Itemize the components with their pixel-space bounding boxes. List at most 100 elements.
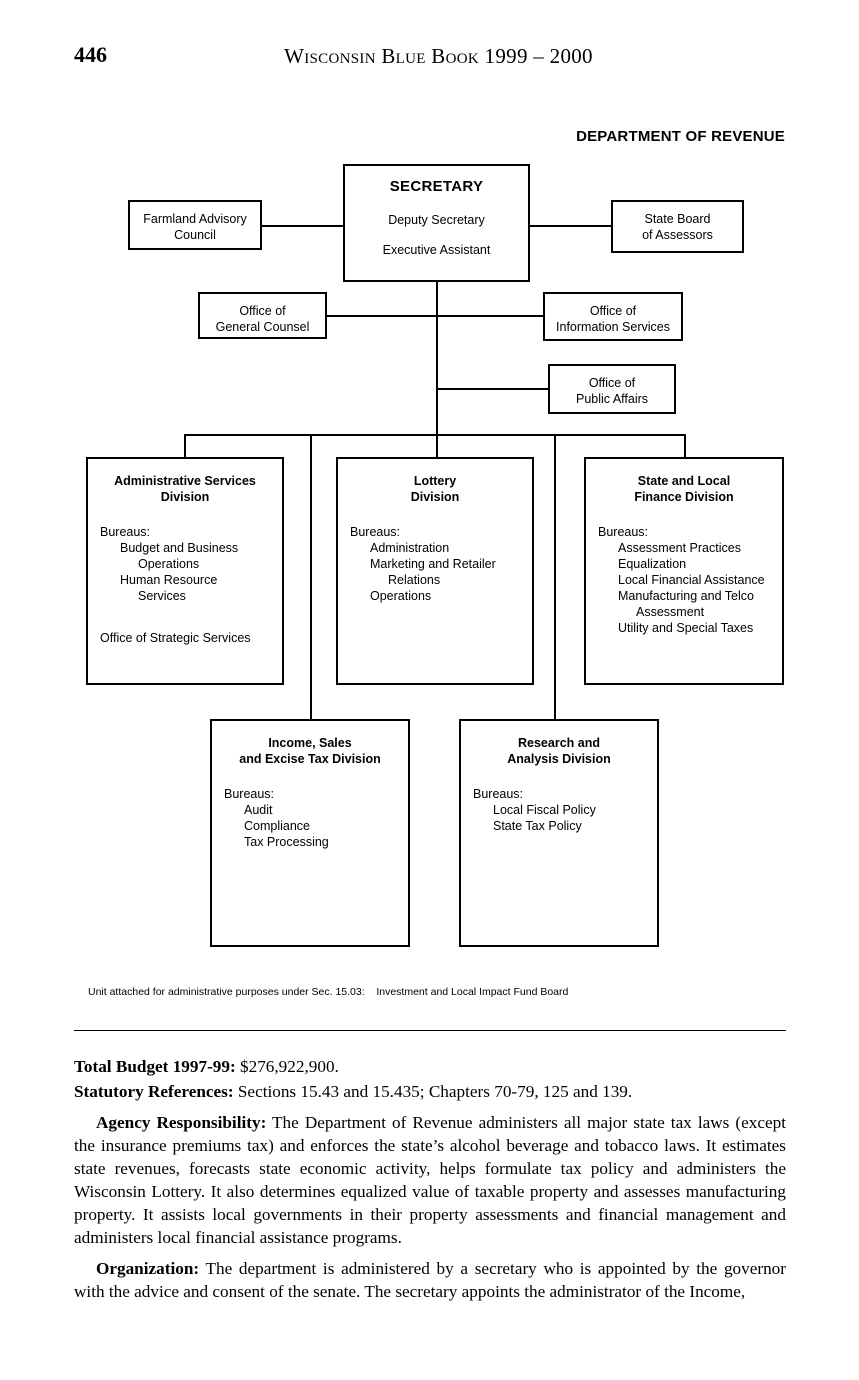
node-general-counsel-line2: General Counsel xyxy=(215,320,310,335)
total-budget-paragraph: Total Budget 1997-99: $276,922,900. xyxy=(74,1055,786,1078)
node-state-local-bureau-0: Assessment Practices xyxy=(618,540,741,555)
node-income-title-line1: Income, Sales xyxy=(268,736,352,750)
node-state-board-of-assessors[interactable]: State Board of Assessors xyxy=(611,200,744,253)
node-lottery-division[interactable]: Lottery Division Bureaus: Administration… xyxy=(336,457,534,685)
node-general-counsel-line1: Office of xyxy=(239,304,286,318)
node-state-local-bureau-2: Local Financial Assistance xyxy=(618,572,765,587)
connector-information-services xyxy=(436,315,544,317)
node-income-bureau-0: Audit xyxy=(244,802,273,817)
node-lottery-bureau-0: Administration xyxy=(370,540,450,555)
agency-responsibility-text: The Department of Revenue administers al… xyxy=(74,1113,786,1248)
node-secretary-executive-assistant: Executive Assistant xyxy=(382,242,491,257)
node-research-body: Bureaus: Local Fiscal Policy State Tax P… xyxy=(461,768,657,834)
body-copy: Total Budget 1997-99: $276,922,900. Stat… xyxy=(74,1055,786,1305)
node-income-title-line2: and Excise Tax Division xyxy=(239,752,381,767)
node-administrative-bureau-3: Services xyxy=(138,588,186,603)
total-budget-label: Total Budget 1997-99: xyxy=(74,1057,236,1076)
node-secretary-title: SECRETARY xyxy=(389,178,484,195)
connector-drop-state-local xyxy=(684,434,686,459)
node-office-of-public-affairs[interactable]: Office of Public Affairs xyxy=(548,364,676,414)
node-state-local-title-line1: State and Local xyxy=(637,474,731,488)
node-assessors-line2: of Assessors xyxy=(642,228,713,243)
org-chart: DEPARTMENT OF REVENUE SECRETARY Deputy S… xyxy=(86,128,785,998)
agency-responsibility-paragraph: Agency Responsibility: The Department of… xyxy=(74,1111,786,1249)
node-income-bureaus-label: Bureaus: xyxy=(224,786,275,801)
section-divider-rule xyxy=(74,1030,786,1031)
node-office-of-general-counsel[interactable]: Office of General Counsel xyxy=(198,292,327,339)
node-research-title-line2: Analysis Division xyxy=(507,752,611,767)
node-farmland-line1: Farmland Advisory xyxy=(143,212,247,226)
node-lottery-bureaus-label: Bureaus: xyxy=(350,524,401,539)
node-state-local-title-line2: Finance Division xyxy=(634,490,734,505)
node-income-bureau-2: Tax Processing xyxy=(244,834,329,849)
node-secretary[interactable]: SECRETARY Deputy Secretary Executive Ass… xyxy=(343,164,530,282)
statutory-references-label: Statutory References: xyxy=(74,1082,234,1102)
node-public-affairs-line1: Office of xyxy=(588,376,636,390)
node-state-local-bureau-5: Utility and Special Taxes xyxy=(618,620,754,635)
page-header: 446 Wisconsin Blue Book 1999 – 2000 xyxy=(0,42,859,76)
running-title-years: 1999 – 2000 xyxy=(484,44,593,68)
node-secretary-deputy: Deputy Secretary xyxy=(388,212,485,227)
connector-general-counsel xyxy=(327,315,438,317)
node-research-bureau-0: Local Fiscal Policy xyxy=(493,802,596,817)
node-lottery-bureau-2: Relations xyxy=(388,572,441,587)
node-farmland-line2: Council xyxy=(174,228,216,243)
node-state-local-bureau-3: Manufacturing and Telco xyxy=(618,588,754,603)
node-administrative-bureau-1: Operations xyxy=(138,556,200,571)
node-administrative-bureau-0: Budget and Business xyxy=(120,540,239,555)
running-title-book: Wisconsin Blue Book xyxy=(284,44,485,68)
agency-responsibility-label: Agency Responsibility: xyxy=(96,1113,267,1133)
node-administrative-title-line2: Division xyxy=(160,490,210,505)
statutory-references-paragraph: Statutory References: Sections 15.43 and… xyxy=(74,1080,786,1103)
node-lottery-bureau-1: Marketing and Retailer xyxy=(370,556,496,571)
running-title: Wisconsin Blue Book 1999 – 2000 xyxy=(0,44,859,69)
node-administrative-services-division[interactable]: Administrative Services Division Bureaus… xyxy=(86,457,284,685)
node-lottery-title-line2: Division xyxy=(410,490,460,505)
node-research-and-analysis-division[interactable]: Research and Analysis Division Bureaus: … xyxy=(459,719,659,947)
node-office-of-information-services[interactable]: Office of Information Services xyxy=(543,292,683,341)
organization-paragraph: Organization: The department is administ… xyxy=(74,1257,786,1303)
node-state-local-bureaus-label: Bureaus: xyxy=(598,524,649,539)
node-research-bureaus-label: Bureaus: xyxy=(473,786,524,801)
node-farmland-advisory-council[interactable]: Farmland Advisory Council xyxy=(128,200,262,250)
node-income-sales-and-excise-tax-division[interactable]: Income, Sales and Excise Tax Division Bu… xyxy=(210,719,410,947)
node-information-services-line2: Information Services xyxy=(556,320,670,335)
node-assessors-line1: State Board xyxy=(644,212,711,226)
connector-trunk-main xyxy=(436,282,438,435)
node-state-local-body: Bureaus: Assessment Practices Equalizati… xyxy=(586,506,782,636)
node-income-body: Bureaus: Audit Compliance Tax Processing xyxy=(212,768,408,850)
node-administrative-body: Bureaus: Budget and Business Operations … xyxy=(88,506,282,646)
node-administrative-extra: Office of Strategic Services xyxy=(100,630,251,645)
connector-drop-research xyxy=(554,434,556,720)
connector-drop-administrative xyxy=(184,434,186,459)
node-lottery-title-line1: Lottery xyxy=(413,474,457,488)
node-state-local-bureau-4: Assessment xyxy=(636,604,705,619)
node-public-affairs-line2: Public Affairs xyxy=(575,392,649,407)
node-lottery-bureau-3: Operations xyxy=(370,588,432,603)
chart-title: DEPARTMENT OF REVENUE xyxy=(576,128,785,145)
connector-drop-income-sales xyxy=(310,434,312,720)
organization-text: The department is administered by a secr… xyxy=(74,1259,786,1302)
node-administrative-bureaus-label: Bureaus: xyxy=(100,524,151,539)
connector-secretary-assessors xyxy=(530,225,611,227)
chart-footnote-value: Investment and Local Impact Fund Board xyxy=(376,986,569,998)
organization-label: Organization: xyxy=(96,1259,200,1279)
node-administrative-bureau-2: Human Resource xyxy=(120,572,218,587)
node-research-title-line1: Research and xyxy=(518,736,600,750)
connector-drop-lottery xyxy=(436,434,438,459)
connector-public-affairs xyxy=(436,388,549,390)
node-state-local-bureau-1: Equalization xyxy=(618,556,687,571)
chart-footnote: Unit attached for administrative purpose… xyxy=(88,986,568,998)
node-lottery-body: Bureaus: Administration Marketing and Re… xyxy=(338,506,532,604)
node-income-bureau-1: Compliance xyxy=(244,818,311,833)
statutory-references-value: Sections 15.43 and 15.435; Chapters 70-7… xyxy=(233,1082,633,1102)
node-research-bureau-1: State Tax Policy xyxy=(493,818,582,833)
connector-farmland-secretary xyxy=(262,225,343,227)
total-budget-value: $276,922,900. xyxy=(235,1057,339,1076)
node-administrative-title-line1: Administrative Services xyxy=(114,474,256,488)
chart-footnote-label: Unit attached for administrative purpose… xyxy=(88,986,365,998)
node-state-and-local-finance-division[interactable]: State and Local Finance Division Bureaus… xyxy=(584,457,784,685)
page-number: 446 xyxy=(74,42,107,67)
connector-division-bus xyxy=(184,434,686,436)
node-information-services-line1: Office of xyxy=(589,304,637,318)
